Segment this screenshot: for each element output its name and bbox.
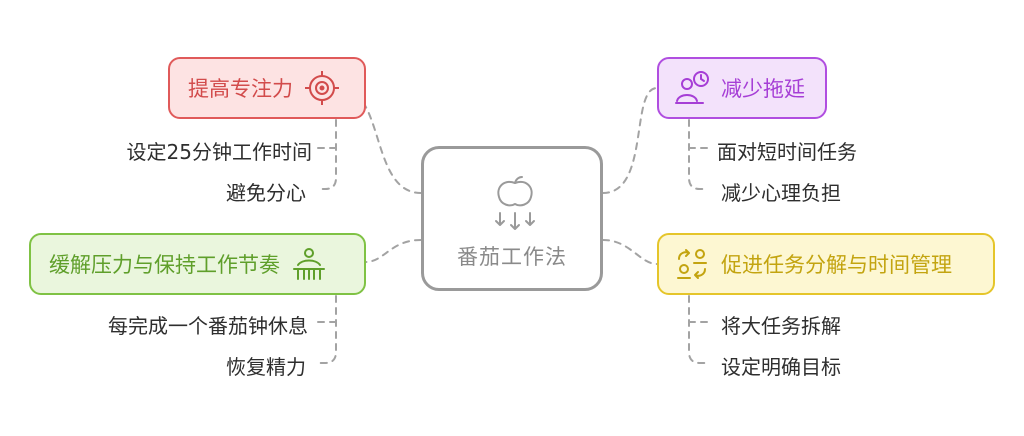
person-clock-icon: [675, 71, 709, 104]
topic-stress-label: 缓解压力与保持工作节奏: [49, 253, 280, 277]
topic-stress[interactable]: 缓解压力与保持工作节奏: [29, 233, 366, 295]
subtopic-focus-2: 避免分心: [226, 181, 306, 205]
topic-procrastination[interactable]: 减少拖延: [657, 57, 827, 119]
task-cycle-icon: [677, 249, 707, 279]
center-node[interactable]: 番茄工作法: [421, 146, 603, 291]
topic-focus[interactable]: 提高专注力: [168, 57, 366, 119]
topic-focus-label: 提高专注力: [188, 77, 293, 101]
subtopic-procrastination-1: 面对短时间任务: [717, 140, 857, 164]
connector-procrastination: [602, 87, 658, 194]
connector-procrastination-items: [688, 119, 709, 190]
subtopic-breakdown-1: 将大任务拆解: [721, 314, 841, 338]
topic-breakdown-label: 促进任务分解与时间管理: [721, 253, 952, 277]
connector-stress-items: [317, 295, 337, 364]
tomato-icon: [495, 176, 535, 230]
connector-breakdown: [602, 239, 658, 265]
connector-breakdown-items: [688, 295, 709, 364]
center-title: 番茄工作法: [457, 245, 567, 269]
subtopic-breakdown-2: 设定明确目标: [721, 355, 841, 379]
connector-focus-items: [317, 119, 337, 190]
connector-focus: [339, 87, 422, 194]
topic-breakdown[interactable]: 促进任务分解与时间管理: [657, 233, 995, 295]
connector-stress: [364, 239, 422, 263]
topic-procrastination-label: 减少拖延: [721, 77, 805, 101]
subtopic-procrastination-2: 减少心理负担: [721, 181, 841, 205]
subtopic-stress-2: 恢复精力: [226, 355, 306, 379]
subtopic-focus-1: 设定25分钟工作时间: [126, 140, 312, 164]
subtopic-stress-1: 每完成一个番茄钟休息: [108, 314, 308, 338]
target-icon: [305, 71, 339, 105]
relax-person-icon: [293, 248, 325, 280]
